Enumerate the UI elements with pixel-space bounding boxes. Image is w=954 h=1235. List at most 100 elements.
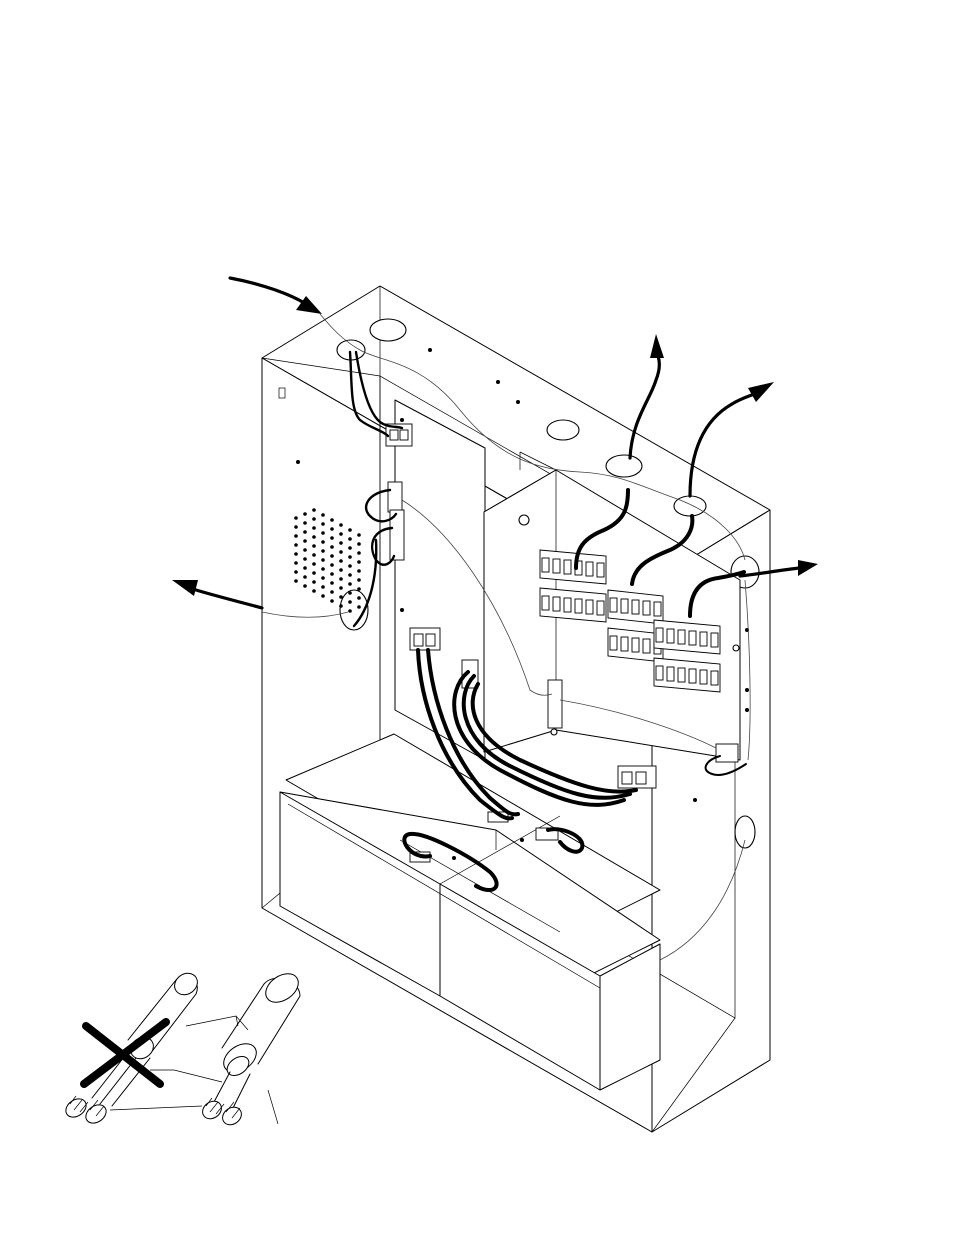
vent-hole — [321, 558, 325, 562]
vent-hole — [321, 576, 325, 580]
vent-hole — [339, 577, 343, 581]
vent-hole — [348, 582, 352, 586]
vent-hole — [348, 609, 352, 613]
main-board — [386, 400, 485, 760]
terminal-screw — [621, 599, 628, 613]
leader-lines — [110, 1016, 278, 1124]
vent-hole — [339, 568, 343, 572]
vent-hole — [348, 600, 352, 604]
vent-hole — [330, 545, 334, 549]
vent-hole — [321, 594, 325, 598]
terminal-screw — [678, 668, 685, 682]
vent-hole — [348, 591, 352, 595]
vent-hole — [357, 569, 361, 573]
vent-hole — [357, 605, 361, 609]
vent-hole — [303, 521, 307, 525]
terminal-screw — [678, 630, 685, 644]
vent-hole — [321, 522, 325, 526]
vent-hole — [303, 512, 307, 516]
terminal-screw — [542, 596, 549, 610]
vent-hole — [330, 518, 334, 522]
vent-hole — [348, 555, 352, 559]
vent-hole — [330, 581, 334, 585]
cable-detail-correct — [199, 968, 303, 1128]
vent-hole — [357, 578, 361, 582]
vent-hole — [357, 560, 361, 564]
vent-hole — [348, 546, 352, 550]
terminal-screw — [586, 600, 593, 614]
vent-hole — [312, 562, 316, 566]
vent-hole — [294, 552, 298, 556]
terminal-screw — [564, 598, 571, 612]
vent-hole — [339, 604, 343, 608]
vent-hole — [312, 517, 316, 521]
vent-hole — [348, 537, 352, 541]
vent-hole — [339, 586, 343, 590]
terminal-screw — [564, 560, 571, 574]
terminal-screw — [597, 601, 604, 615]
terminal-screw — [654, 602, 661, 616]
vent-hole — [357, 551, 361, 555]
vent-hole — [312, 544, 316, 548]
vent-hole — [321, 549, 325, 553]
vent-hole — [312, 589, 316, 593]
vent-hole — [321, 567, 325, 571]
vent-hole — [312, 526, 316, 530]
vent-hole — [330, 590, 334, 594]
vent-hole — [312, 580, 316, 584]
vent-hole — [339, 550, 343, 554]
vent-hole — [312, 571, 316, 575]
vent-hole — [294, 525, 298, 529]
terminal-screw — [553, 597, 560, 611]
vent-hole — [303, 557, 307, 561]
vent-hole — [321, 531, 325, 535]
vent-hole — [321, 585, 325, 589]
vent-hole — [357, 542, 361, 546]
vent-hole — [357, 587, 361, 591]
vent-hole — [303, 530, 307, 534]
terminal-screw — [689, 631, 696, 645]
vent-hole — [294, 579, 298, 583]
vent-hole — [303, 548, 307, 552]
terminal-screw — [597, 563, 604, 577]
vent-hole — [330, 554, 334, 558]
vent-hole — [348, 573, 352, 577]
vent-hole — [330, 572, 334, 576]
terminal-screw — [643, 639, 650, 653]
terminal-screw — [656, 666, 663, 680]
arrow-in-top-left — [230, 278, 322, 314]
vent-hole — [303, 584, 307, 588]
vent-hole — [321, 513, 325, 517]
terminal-screw — [575, 599, 582, 613]
terminal-screw — [643, 601, 650, 615]
vent-hole — [330, 599, 334, 603]
terminal-screw — [700, 670, 707, 684]
terminal-screw — [586, 562, 593, 576]
vent-hole — [339, 523, 343, 527]
vent-hole — [294, 561, 298, 565]
vent-hole — [330, 563, 334, 567]
vent-hole — [303, 575, 307, 579]
terminal-screw — [610, 636, 617, 650]
terminal-screw — [700, 632, 707, 646]
vent-hole — [294, 516, 298, 520]
vent-hole — [348, 564, 352, 568]
vent-hole — [339, 532, 343, 536]
vent-hole — [294, 543, 298, 547]
vent-hole — [339, 559, 343, 563]
vent-hole — [312, 553, 316, 557]
terminal-screw — [632, 600, 639, 614]
terminal-block — [540, 588, 606, 622]
vent-hole — [303, 566, 307, 570]
vent-hole — [348, 528, 352, 532]
vent-hole — [312, 535, 316, 539]
terminal-screw — [667, 629, 674, 643]
terminal-block — [654, 658, 720, 692]
terminal-screw — [711, 671, 718, 685]
terminal-screw — [711, 633, 718, 647]
vent-hole — [294, 570, 298, 574]
cross-mark — [84, 1022, 166, 1084]
terminal-screw — [610, 598, 617, 612]
terminal-block — [540, 550, 606, 584]
